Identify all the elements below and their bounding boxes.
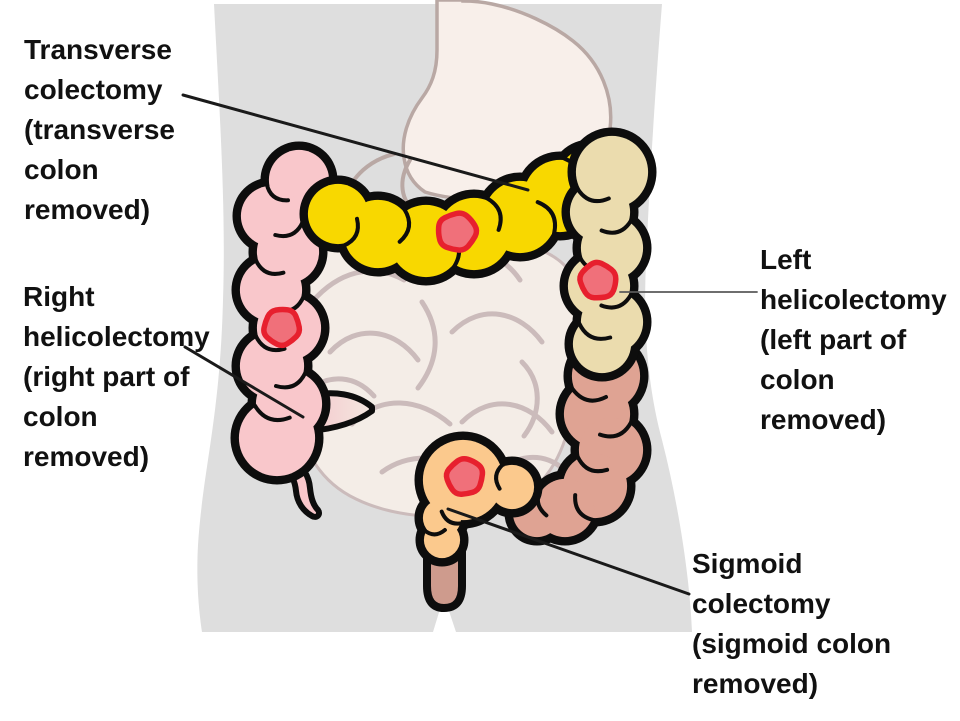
tumor-spots bbox=[261, 210, 619, 497]
label-right-helicolectomy: Right helicolectomy (right part of colon… bbox=[23, 281, 210, 472]
tumor-spot-2 bbox=[435, 210, 480, 253]
tumor-spot-1 bbox=[261, 306, 303, 349]
descending-colon bbox=[559, 127, 657, 382]
leader-sigmoid-colectomy bbox=[446, 507, 691, 596]
leader-lines bbox=[181, 93, 758, 596]
tumor-spot-3 bbox=[577, 259, 619, 301]
label-sigmoid-colectomy: Sigmoid colectomy (sigmoid colon removed… bbox=[692, 548, 892, 699]
leader-right-helicolectomy bbox=[183, 345, 305, 419]
label-left-helicolectomy: Left helicolectomy (left part of colon r… bbox=[760, 244, 947, 435]
tumor-spot-4 bbox=[443, 455, 486, 497]
leader-transverse-colectomy bbox=[181, 93, 530, 192]
label-transverse-colectomy: Transverse colectomy (transverse colon r… bbox=[24, 34, 175, 225]
